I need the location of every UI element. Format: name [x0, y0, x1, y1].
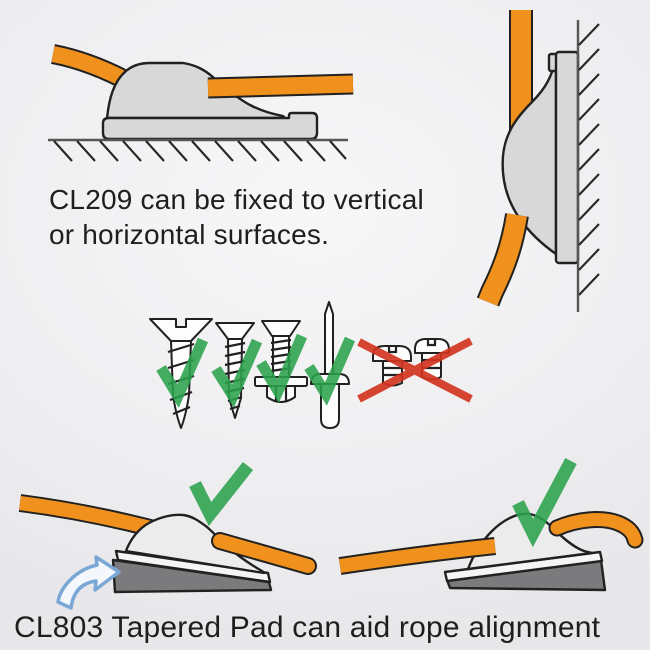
check-icon — [156, 337, 209, 408]
rope-left-segment — [338, 537, 496, 575]
rope-right-segment — [548, 511, 644, 549]
pad-caption: CL803 Tapered Pad can aid rope alignment — [14, 611, 601, 644]
wall-hatching — [578, 23, 600, 296]
cross-icon — [357, 337, 473, 403]
figure-tapered-pad-left — [18, 461, 317, 610]
check-icon — [256, 333, 308, 403]
rope-right-segment — [207, 73, 354, 99]
rope-left-segment — [18, 494, 165, 540]
check-icon — [189, 461, 254, 527]
cleat-base-plate-vertical — [554, 50, 580, 265]
mounting-caption: CL209 can be fixed to vertical or horizo… — [49, 182, 424, 252]
rope-bottom-segment — [476, 213, 529, 307]
figure-vertical-mount — [476, 10, 600, 312]
mounting-caption-line2: or horizontal surfaces. — [49, 219, 330, 250]
rope-right-segment — [211, 532, 317, 575]
mounting-caption-line1: CL209 can be fixed to vertical — [49, 184, 424, 215]
check-icon — [304, 336, 356, 406]
curved-arrow-icon — [56, 555, 121, 610]
figure-horizontal-mount — [48, 44, 354, 162]
cleat-base-plate — [101, 111, 319, 141]
surface-hatching — [53, 140, 347, 162]
cleat-body — [105, 61, 287, 120]
check-icon — [512, 457, 577, 548]
cleat-body — [124, 513, 266, 575]
check-icon — [211, 338, 263, 408]
figure-fasteners — [149, 301, 473, 429]
cleat-body-vertical — [501, 56, 558, 256]
figure-tapered-pad-right — [338, 457, 644, 592]
